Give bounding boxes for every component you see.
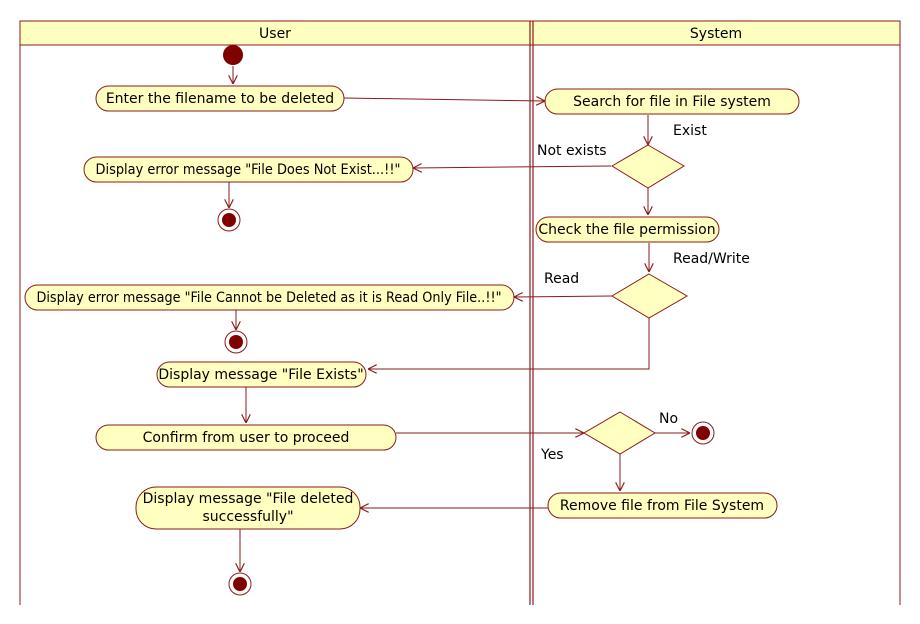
activity-confirm-user: Confirm from user to proceed — [95, 424, 397, 451]
activity-label: Remove file from File System — [560, 498, 764, 514]
decision-file-exists — [611, 144, 685, 189]
lane-title-user: User — [259, 26, 291, 42]
swimlane-frame: User System — [19, 20, 901, 605]
guard-not-exists: Not exists — [537, 143, 607, 159]
guard-read: Read — [544, 271, 579, 287]
lane-title-system: System — [690, 26, 742, 42]
edge — [368, 318, 650, 369]
activity-label: Confirm from user to proceed — [143, 430, 350, 446]
guard-read-write: Read/Write — [673, 251, 750, 267]
activity-display-exists: Display message "File Exists" — [156, 361, 367, 388]
activity-error-read-only: Display error message "File Cannot be De… — [24, 284, 515, 311]
activity-display-deleted: Display message "File deleted successful… — [135, 486, 361, 530]
activity-label: Display error message "File Does Not Exi… — [96, 162, 401, 178]
guard-exist: Exist — [673, 123, 707, 139]
activity-label: Check the file permission — [538, 222, 715, 238]
final-node — [224, 330, 248, 354]
final-node — [691, 421, 715, 445]
decision-confirm — [583, 411, 656, 455]
edge — [514, 296, 613, 297]
activity-check-permission: Check the file permission — [535, 216, 720, 243]
decision-permission — [611, 273, 688, 319]
final-node — [228, 572, 252, 596]
guard-yes: Yes — [540, 447, 564, 463]
final-node — [217, 208, 241, 232]
activity-enter-filename: Enter the filename to be deleted — [95, 85, 345, 112]
activity-label: successfully" — [202, 509, 293, 525]
activity-label: Enter the filename to be deleted — [106, 91, 334, 107]
initial-node — [223, 45, 243, 65]
edge — [343, 98, 545, 101]
activity-search-file: Search for file in File system — [544, 88, 800, 115]
activity-label: Search for file in File system — [573, 94, 771, 110]
activity-remove-file: Remove file from File System — [547, 492, 778, 519]
edges — [229, 66, 690, 572]
activity-label: Display error message "File Cannot be De… — [37, 290, 502, 306]
guard-no: No — [659, 411, 678, 427]
activity-error-not-exist: Display error message "File Does Not Exi… — [83, 156, 414, 183]
activity-label: Display message "File deleted — [143, 491, 354, 507]
swimlane-header-band — [19, 20, 901, 46]
activity-label: Display message "File Exists" — [158, 367, 363, 383]
edge — [413, 166, 612, 168]
